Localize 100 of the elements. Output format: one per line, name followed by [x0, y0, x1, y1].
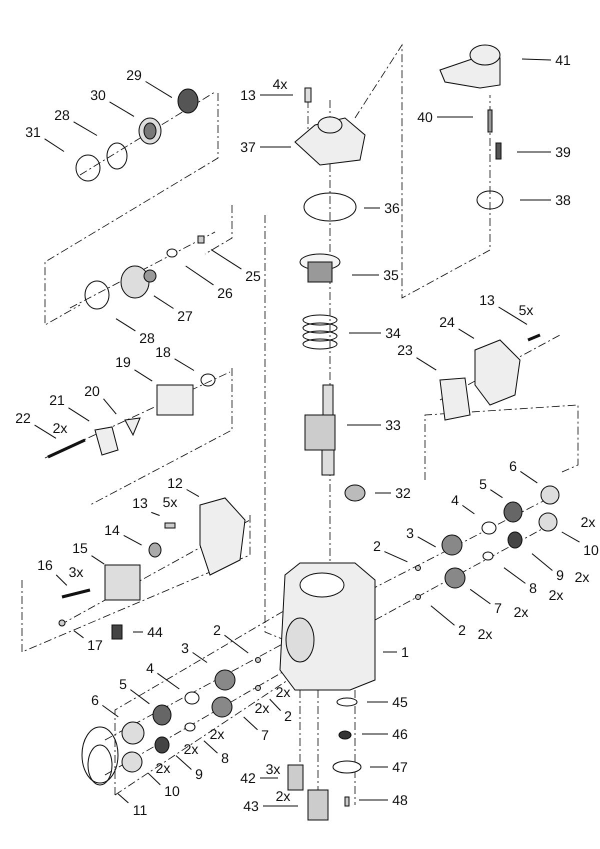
leader-line [520, 470, 538, 484]
leader-line [34, 424, 56, 439]
callout-number: 17 [86, 637, 104, 653]
callout-number: 37 [240, 139, 256, 155]
callout-number: 29 [126, 67, 142, 83]
leader-line [130, 689, 150, 704]
callout-number: 9 [556, 567, 564, 583]
leader-line [417, 536, 436, 548]
leader-line [374, 492, 392, 494]
callout-number: 20 [84, 383, 100, 399]
callout-number: 13 [478, 292, 496, 308]
quantity-label: 2x [276, 684, 290, 700]
callout-number: 9 [194, 766, 204, 782]
callout-number: 21 [48, 392, 66, 408]
callout-number: 5 [478, 476, 488, 492]
callout-number: 33 [384, 417, 402, 433]
leader-line [91, 555, 105, 565]
leader-line [470, 588, 491, 604]
quantity-label: 2x [580, 514, 596, 530]
callout-number: 8 [528, 580, 538, 596]
leader-line [498, 306, 528, 325]
quantity-label: 3x [266, 761, 280, 777]
leader-line [203, 740, 218, 754]
quantity-label: 2x [210, 726, 224, 742]
quantity-label: 5x [162, 494, 178, 510]
callout-number: 48 [392, 792, 408, 808]
leader-line [185, 266, 214, 286]
callout-number: 38 [554, 192, 572, 208]
leader-line [103, 398, 117, 415]
callout-number: 4 [450, 492, 460, 508]
callout-number: 2 [212, 622, 222, 638]
leader-line [436, 116, 474, 118]
quantity-label: 2x [514, 604, 528, 620]
callout-number: 13 [240, 87, 256, 103]
callout-number: 23 [396, 342, 414, 358]
leader-line [68, 407, 90, 422]
callout-number: 43 [242, 798, 260, 814]
callout-number: 30 [90, 87, 106, 103]
callout-number: 18 [154, 344, 172, 360]
leader-line [416, 357, 437, 371]
leader-line [348, 332, 382, 334]
callout-number: 2 [458, 622, 466, 638]
callout-number: 31 [24, 124, 42, 140]
leader-line [384, 551, 408, 562]
leader-line [430, 605, 455, 626]
callout-number: 1 [400, 644, 410, 660]
quantity-label: 2x [254, 700, 270, 716]
quantity-label: 2x [276, 788, 290, 804]
leader-line [116, 318, 136, 332]
leader-line [192, 652, 208, 663]
leader-line [243, 716, 258, 730]
leader-line [224, 634, 249, 654]
leader-line [148, 772, 161, 786]
callout-number: 36 [384, 200, 400, 216]
callout-number: 10 [582, 542, 600, 558]
leader-line [123, 534, 142, 546]
leader-line [102, 704, 119, 718]
callout-number: 19 [114, 354, 132, 370]
callout-number: 12 [166, 475, 184, 491]
callout-number: 7 [494, 600, 502, 616]
leader-line [73, 121, 98, 136]
leader-line [458, 328, 474, 339]
callout-number: 44 [146, 624, 164, 640]
leader-line [44, 138, 64, 152]
leader-line [118, 793, 129, 804]
leader-line [490, 489, 503, 498]
leader-line [462, 504, 475, 514]
callout-number: 2 [372, 538, 382, 554]
quantity-label: 5x [518, 302, 534, 318]
leader-line [56, 574, 68, 586]
callout-number: 11 [132, 802, 148, 818]
leader-line [210, 249, 242, 270]
callout-number: 8 [220, 750, 230, 766]
callout-number: 45 [392, 694, 408, 710]
callout-number: 42 [240, 770, 256, 786]
callout-number: 46 [392, 726, 408, 742]
leader-line [186, 489, 200, 498]
callout-number: 2 [284, 708, 292, 724]
leader-line [156, 672, 180, 690]
callout-number: 7 [260, 727, 270, 743]
leader-line [346, 424, 382, 426]
callout-number: 28 [138, 330, 156, 346]
callout-number: 26 [216, 285, 234, 301]
leader-line [150, 512, 160, 516]
leader-line [145, 81, 172, 98]
callout-number: 13 [132, 495, 148, 511]
callout-number: 5 [118, 676, 128, 692]
callout-number: 35 [382, 267, 400, 283]
quantity-label: 2x [574, 569, 590, 585]
quantity-label: 2x [478, 626, 492, 642]
leader-line [260, 94, 294, 96]
callout-number: 3 [180, 640, 190, 656]
callout-number: 47 [392, 759, 408, 775]
leader-line [260, 146, 292, 148]
leader-line [174, 358, 194, 371]
callout-number: 10 [164, 783, 180, 799]
callout-number: 40 [416, 109, 434, 125]
callout-number: 28 [54, 107, 70, 123]
quantity-label: 2x [156, 760, 170, 776]
callout-number: 15 [72, 540, 88, 556]
